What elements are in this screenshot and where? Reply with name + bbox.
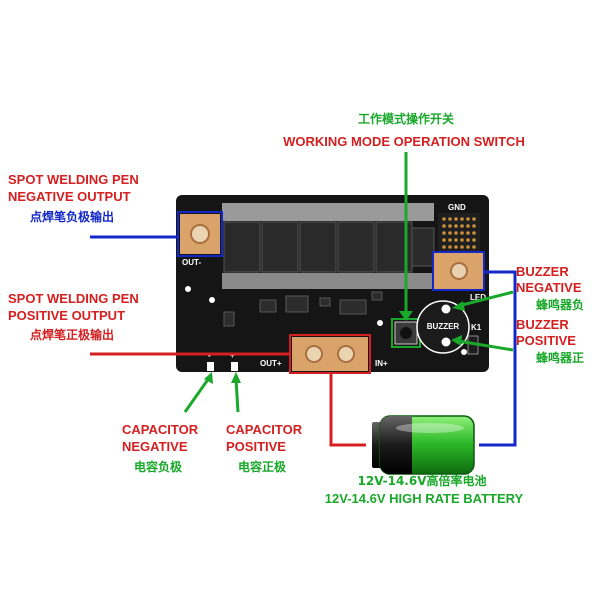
mosfet-row bbox=[222, 203, 435, 289]
mosfet-3 bbox=[299, 221, 337, 273]
cap-neg-leader bbox=[183, 377, 211, 413]
battery-label-cn: 12V-14.6V高倍率电池 bbox=[358, 473, 487, 488]
buzzer-neg-arrowhead bbox=[452, 301, 465, 311]
mosfet-1 bbox=[223, 221, 261, 273]
cap-pos-leader bbox=[234, 378, 240, 413]
buzzer-pos-label-line1: BUZZER bbox=[516, 317, 569, 332]
cap-pos-terminal bbox=[231, 362, 238, 371]
battery-label-en: 12V-14.6V HIGH RATE BATTERY bbox=[325, 491, 524, 506]
cap-pos-label-cn: 电容正极 bbox=[238, 459, 287, 474]
pen-neg-label-line2: NEGATIVE OUTPUT bbox=[8, 189, 131, 204]
pen-pos-label-cn: 点焊笔正极输出 bbox=[30, 327, 114, 342]
cap-neg-arrowhead bbox=[204, 372, 213, 384]
switch-label-cn: 工作模式操作开关 bbox=[358, 111, 454, 126]
cap-neg-label-cn: 电容负极 bbox=[134, 459, 183, 474]
out-minus-highlight-box bbox=[177, 211, 223, 257]
pen-pos-label-line1: SPOT WELDING PEN bbox=[8, 291, 139, 306]
out-minus-silk: OUT- bbox=[182, 258, 201, 267]
out-plus-pad bbox=[289, 334, 371, 374]
buzzer-neg-leader bbox=[457, 290, 514, 308]
switch-label-en: WORKING MODE OPERATION SWITCH bbox=[283, 134, 525, 149]
header-pins bbox=[438, 213, 480, 253]
cap-neg-label-line1: CAPACITOR bbox=[122, 422, 199, 437]
k1-silk: K1 bbox=[471, 323, 482, 332]
buzzer-pos-label-line2: POSITIVE bbox=[516, 333, 576, 348]
mosfet-4 bbox=[337, 221, 375, 273]
buzzer-pos-pin bbox=[441, 337, 451, 347]
gnd-pad bbox=[432, 251, 485, 291]
buzzer-neg-label-line2: NEGATIVE bbox=[516, 280, 582, 295]
mosfet-2 bbox=[261, 221, 299, 273]
battery-icon bbox=[372, 415, 475, 475]
out-plus-silk: OUT+ bbox=[260, 359, 282, 368]
buzzer-neg-label-cn: 蜂鸣器负 bbox=[536, 297, 584, 312]
buzzer-pos-label-cn: 蜂鸣器正 bbox=[536, 350, 584, 365]
pen-neg-label-cn: 点焊笔负极输出 bbox=[30, 209, 114, 224]
cap-pos-arrowhead bbox=[231, 372, 241, 383]
buzzer-pos-leader bbox=[457, 339, 514, 352]
buzzer-silk: BUZZER bbox=[427, 322, 460, 331]
battery-neg-wire bbox=[479, 270, 517, 447]
smd-components bbox=[223, 291, 383, 327]
pen-pos-label-line2: POSITIVE OUTPUT bbox=[8, 308, 125, 323]
buzzer-neg-label-line1: BUZZER bbox=[516, 264, 569, 279]
gnd-silk: GND bbox=[448, 203, 466, 212]
cap-neg-terminal bbox=[207, 362, 214, 371]
led-silk: LED bbox=[470, 293, 486, 302]
working-mode-switch bbox=[391, 318, 421, 348]
buzzer-pos-arrowhead bbox=[451, 335, 462, 346]
in-plus-silk: IN+ bbox=[375, 359, 388, 368]
board-dots bbox=[185, 286, 467, 355]
battery-pos-wire bbox=[329, 373, 366, 447]
switch-arrowhead bbox=[399, 311, 413, 321]
pen-neg-label-line1: SPOT WELDING PEN bbox=[8, 172, 139, 187]
out-minus-pad bbox=[177, 211, 223, 257]
cap-pos-label-line1: CAPACITOR bbox=[226, 422, 303, 437]
buzzer-neg-pin bbox=[441, 304, 451, 314]
cap-neg-label-line2: NEGATIVE bbox=[122, 439, 188, 454]
cap-pos-label-line2: POSITIVE bbox=[226, 439, 286, 454]
